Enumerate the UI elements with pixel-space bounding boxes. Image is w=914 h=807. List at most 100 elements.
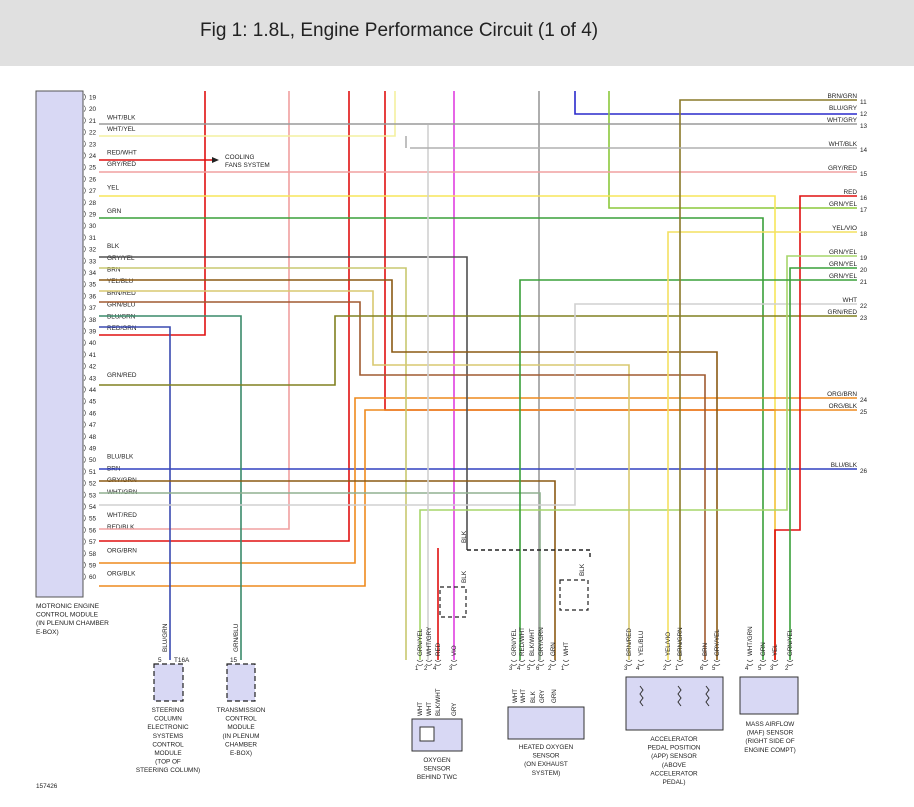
wire-grn-yel-19	[419, 255, 857, 660]
oxygen-sensor-pin: 2	[424, 666, 428, 672]
ecm-pin-wire-label: GRN/RED	[107, 372, 137, 379]
heated-oxygen-pin: 1	[561, 666, 565, 672]
ecm-pin-stub	[83, 210, 86, 218]
connector-arc	[786, 659, 794, 666]
heated-oxygen-label: SYSTEM)	[532, 770, 560, 777]
ecm-pin-number: 24	[89, 153, 97, 160]
heated-oxygen-pin: 3	[509, 666, 513, 672]
ecm-pin-number: 57	[89, 539, 97, 546]
right-connection-label: GRY/RED	[828, 165, 857, 172]
ecm-pin-wire-label: BRN	[107, 267, 121, 274]
wire-yel-blu	[99, 290, 630, 660]
connector-arc	[434, 659, 442, 666]
app-sensor-label: ACCELERATOR	[650, 736, 698, 743]
steering-label: (TOP OF	[155, 759, 181, 766]
heated-oxygen-wire-label: GRY/GRN	[538, 627, 545, 656]
ecm-pin-number: 21	[89, 118, 97, 125]
ecm-pin-number: 36	[89, 293, 97, 300]
connector-arc	[637, 659, 645, 666]
ecm-pin-stub	[83, 550, 86, 557]
right-connection-number: 24	[860, 397, 868, 404]
right-connection-number: 20	[860, 267, 868, 274]
ecm-pin-wire-label: ORG/BLK	[107, 571, 136, 578]
ecm-pin-number: 19	[89, 95, 97, 102]
figure-title: Fig 1: 1.8L, Engine Performance Circuit …	[200, 20, 599, 41]
ecm-pin-stub	[83, 351, 86, 358]
app-sensor-label: ACCELERATOR	[650, 770, 698, 777]
ecm-pin-stub	[83, 573, 86, 580]
ecm-pin-wire-label: YEL/BLU	[107, 278, 134, 285]
ecm-pin-number: 27	[89, 188, 97, 195]
ecm-pin-number: 25	[89, 165, 97, 172]
right-connection-label: WHT/BLK	[829, 141, 858, 148]
transmission-label: CONTROL	[225, 716, 257, 723]
wire-yel	[99, 195, 776, 660]
wire-yel-vio	[667, 231, 857, 660]
ecm-pin-number: 41	[89, 352, 97, 359]
ecm-pin-number: 32	[89, 247, 97, 254]
connector-arc	[701, 659, 709, 666]
ecm-pin-wire-label: BRN/RED	[107, 290, 136, 297]
ecm-pin-number: 47	[89, 422, 97, 429]
transmission-pin-number: 15	[230, 657, 238, 664]
heated-oxygen-inner-label: GRY	[539, 690, 546, 703]
ground-label: BLK	[461, 570, 468, 583]
ecm-pin-number: 22	[89, 130, 97, 137]
app-sensor-wire-label: BRN/RED	[626, 628, 633, 656]
heated-oxygen-inner-label: BLK	[530, 690, 537, 703]
maf-sensor-wire-label: GRN	[760, 642, 767, 656]
right-connection-label: WHT/GRY	[827, 117, 858, 124]
right-connection-number: 18	[860, 231, 868, 238]
wire-grn-yel-21	[519, 279, 857, 660]
ecm-pin-number: 28	[89, 200, 97, 207]
wire-brn-grn	[679, 99, 857, 660]
ecm-pin-wire-label: WHT/YEL	[107, 126, 136, 133]
maf-sensor-pin: 4	[745, 666, 749, 672]
steering-label: STEERING	[152, 707, 185, 714]
app-sensor-label: (APP) SENSOR	[651, 753, 697, 760]
ecm-pin-wire-label: WHT/BLK	[107, 114, 136, 121]
ecm-pin-stub	[83, 561, 86, 569]
transmission-label: E-BOX)	[230, 750, 252, 757]
right-connection-label: GRN/YEL	[829, 261, 858, 268]
oxygen-sensor-inner-label: WHT	[417, 702, 424, 716]
oxygen-sensor-wire-label: RED	[435, 642, 442, 656]
wire-wht-yel	[99, 91, 396, 137]
oxygen-sensor-inner-label: BLK/WHT	[435, 688, 442, 716]
steering-label: MODULE	[154, 750, 181, 757]
ecm-pin-wire-label: YEL	[107, 185, 120, 192]
right-connection-label: BLU/GRY	[829, 105, 858, 112]
ecm-pin-number: 29	[89, 212, 97, 219]
ecm-pin-number: 43	[89, 375, 97, 382]
cooling-fans-label: COOLING	[225, 154, 255, 161]
ecm-pin-stub	[83, 140, 86, 148]
ecm-pin-stub	[83, 456, 86, 463]
connector-arc	[425, 659, 433, 666]
app-sensor-wire-label: GRY/YEL	[714, 629, 721, 656]
heated-oxygen-wire-label: WHT	[563, 642, 570, 656]
ecm-module	[35, 90, 84, 598]
wire-grn	[99, 217, 764, 660]
ecm-pin-stub	[83, 245, 86, 253]
heated-oxygen-pin: 5	[527, 666, 531, 672]
ecm-pin-number: 50	[89, 457, 97, 464]
ecm-pin-stub	[83, 316, 86, 323]
oxygen-sensor-wire-label: WHT/GRY	[426, 627, 433, 656]
heated-oxygen-inner-label: WHT	[520, 689, 527, 703]
oxygen-sensor-pin: 3	[449, 666, 453, 672]
connector-arc	[510, 659, 518, 666]
ecm-pin-wire-label: ORG/BRN	[107, 547, 137, 554]
ecm-pin-number: 60	[89, 574, 97, 581]
ground-label: BLK	[579, 563, 586, 576]
ecm-pin-number: 35	[89, 282, 97, 289]
ecm-pin-number: 52	[89, 481, 97, 488]
maf-sensor-label: (RIGHT SIDE OF	[745, 738, 794, 745]
app-sensor-pin: 3	[624, 666, 628, 672]
right-connection-label: YEL/VIO	[832, 225, 857, 232]
right-connection-label: ORG/BLK	[829, 403, 858, 410]
connector-arc	[676, 659, 684, 666]
oxygen-sensor-wire-label: VIO	[451, 645, 458, 656]
right-connection-number: 25	[860, 409, 868, 416]
steering-pin-number: 5	[158, 657, 162, 664]
